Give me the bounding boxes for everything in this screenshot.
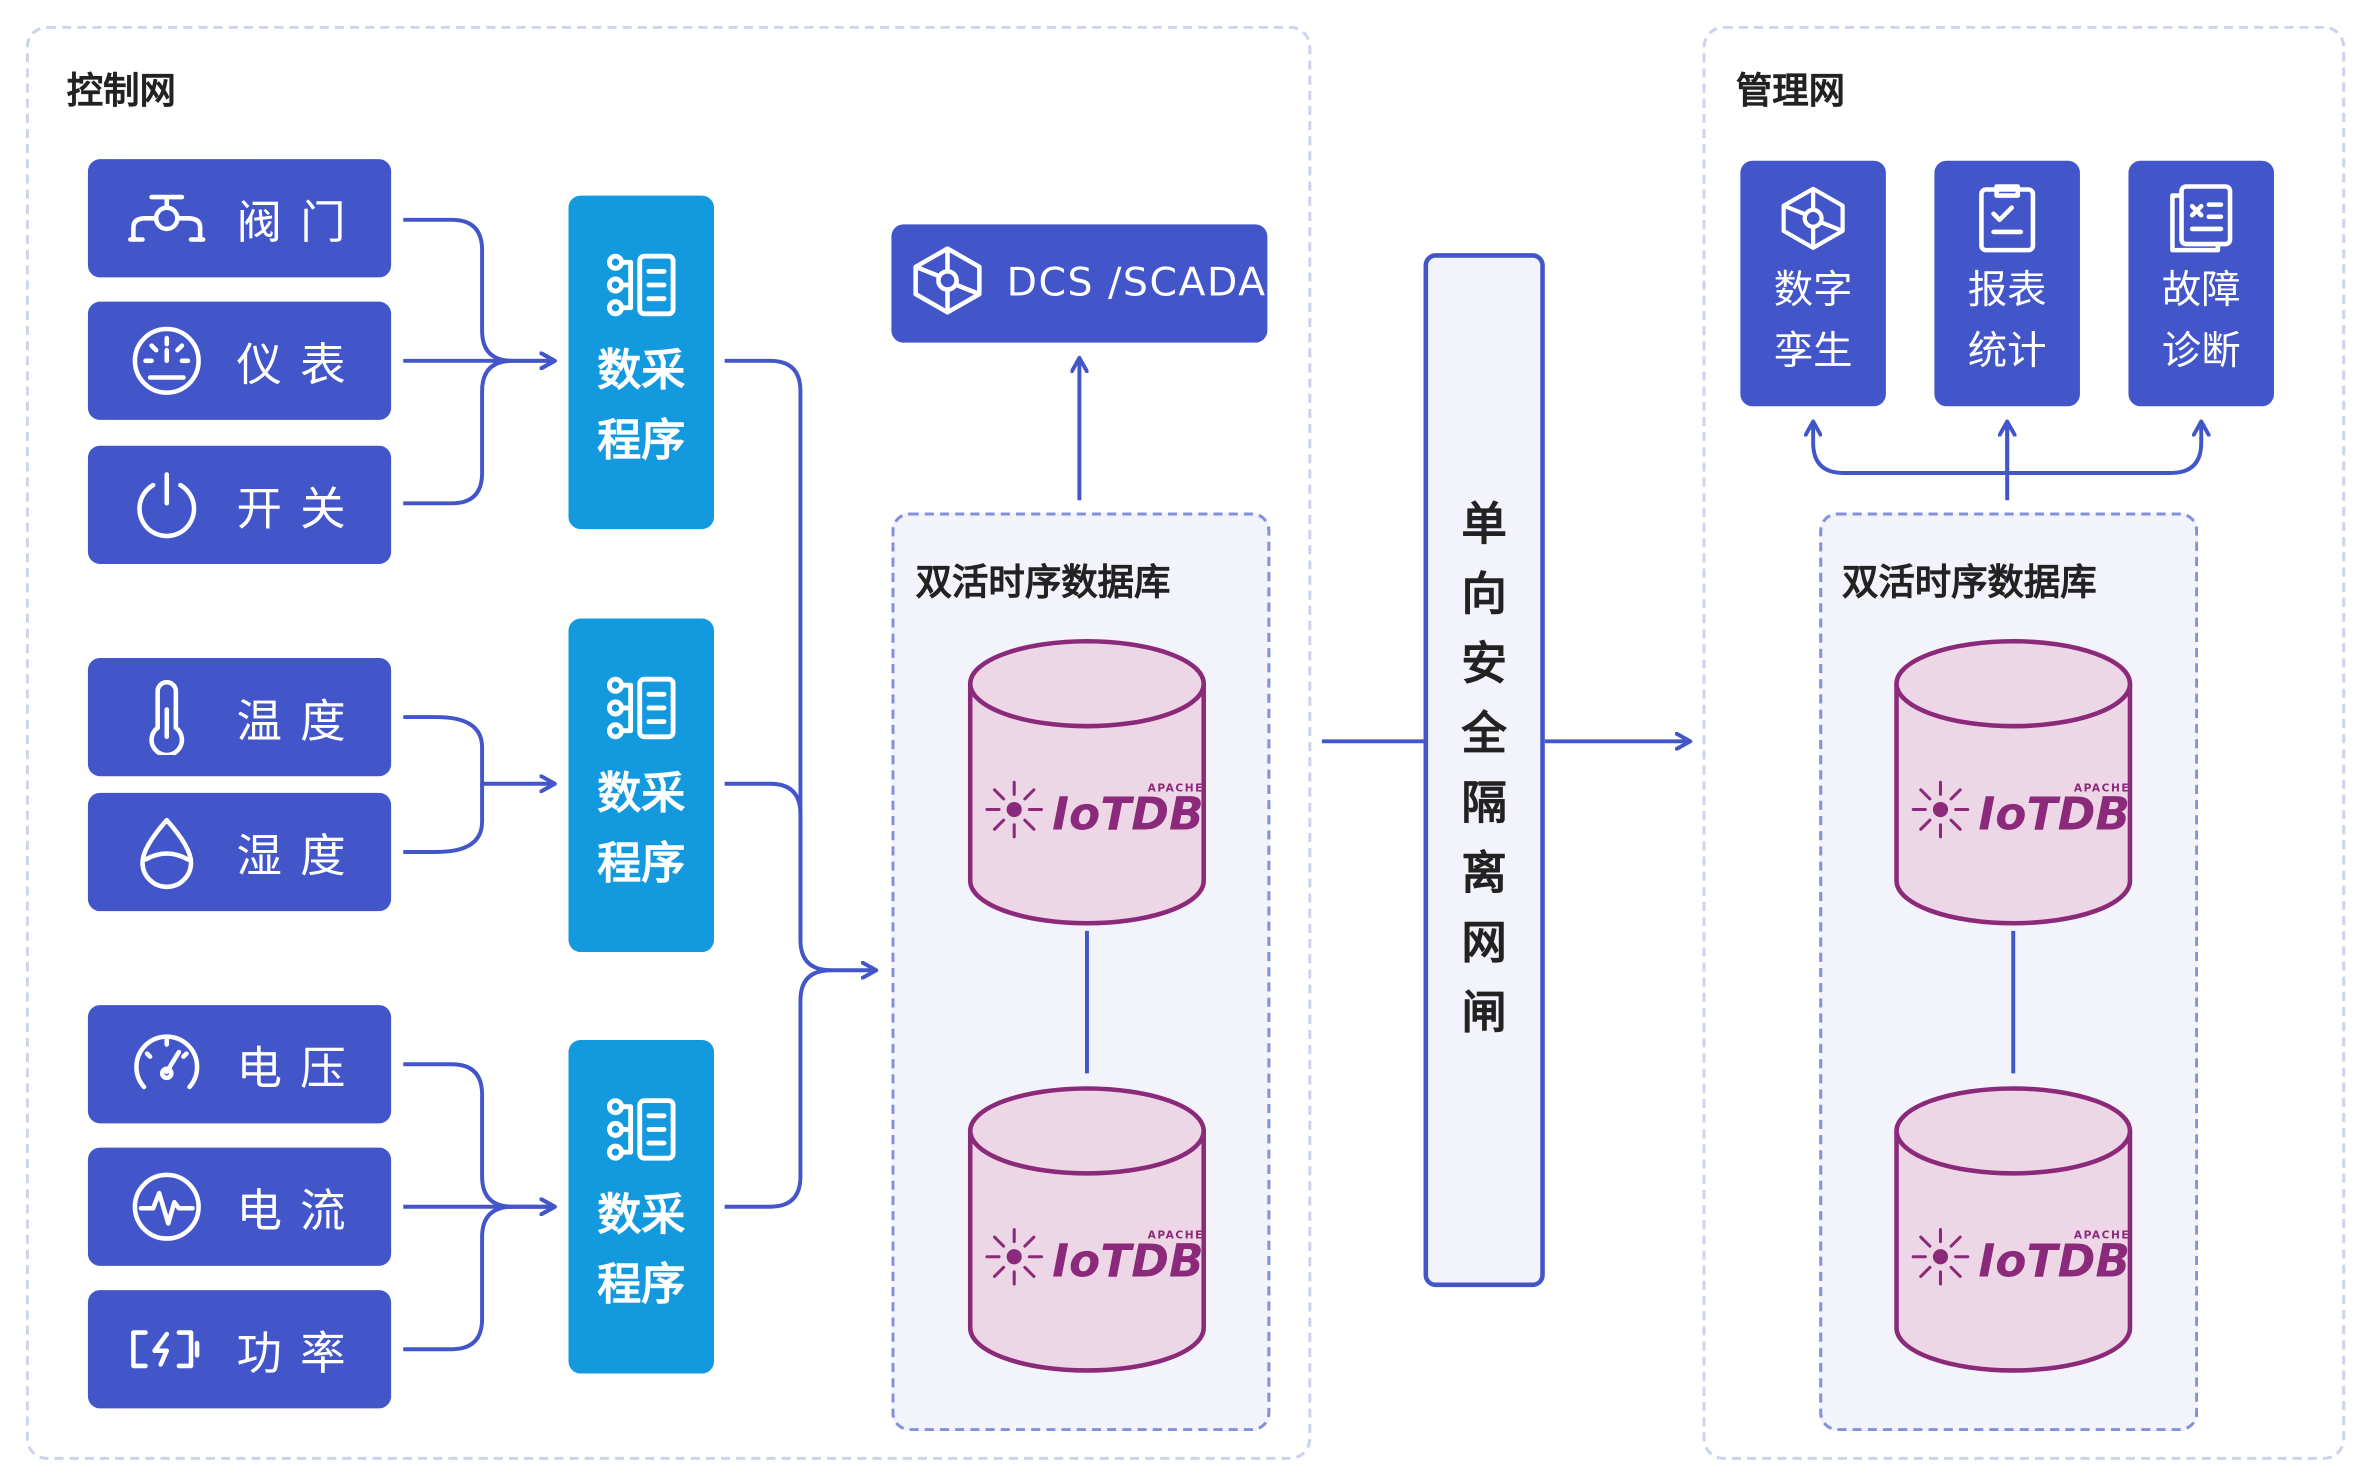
connector-valve [403,217,555,361]
connector-temperature [403,715,555,784]
dcs-scada-node: DCS /SCADA [891,224,1268,343]
iotdb-logo-text: IoTDB [1052,788,1204,842]
network-node-icon [907,243,989,325]
device-current: 电流 [87,1147,392,1266]
database-icon [967,1086,1206,1373]
device-label: 开关 [236,483,364,537]
data-collector-icon [603,250,679,326]
device-label: 仪表 [236,339,364,393]
device-label: 电压 [236,1043,364,1097]
report-icon [1968,179,2047,258]
iotdb-cylinder-primary [1892,638,2135,926]
iotdb-cylinder-replica [966,1085,1209,1373]
data-collector-label: 数采程序 [597,344,686,466]
connector-app-digital-twin [1813,421,2008,475]
device-label: 湿度 [236,830,364,884]
device-gauge: 仪表 [87,301,392,420]
iotdb-logo-subtext: APACHE [1147,782,1204,795]
data-collector-3: 数采程序 [568,1039,715,1374]
iotdb-cylinder-replica [1892,1085,2135,1373]
gauge-icon [127,321,206,400]
connector-switch [403,358,513,506]
data-collector-label: 数采程序 [597,767,686,889]
device-temperature: 温度 [87,657,392,777]
device-label: 电流 [236,1185,364,1239]
app-label: 报表统计 [1967,268,2047,375]
valve-icon [127,179,206,258]
connector-collector-3 [724,968,831,1209]
iotdb-logo-text: IoTDB [1978,788,2131,842]
control-database-title: 双活时序数据库 [915,560,1171,604]
device-humidity: 湿度 [87,792,392,912]
data-collector-1: 数采程序 [568,195,715,530]
device-label: 温度 [236,695,364,749]
iotdb-logo-text: IoTDB [1052,1235,1204,1289]
connector-collector-2 [724,781,803,940]
droplet-icon [127,813,206,892]
connector-voltage [403,1062,555,1207]
device-valve: 阀门 [87,159,392,278]
diagnosis-icon [2162,179,2241,258]
control-network-title: 控制网 [66,69,176,113]
app-report-statistics: 报表统计 [1934,160,2080,407]
data-collector-icon [603,1095,679,1171]
iotdb-cylinder-primary [966,638,1209,926]
connector-app-diagnosis [2007,421,2201,475]
app-digital-twin: 数字孪生 [1740,160,1886,407]
data-collector-2: 数采程序 [568,618,715,953]
database-icon [1894,638,2133,926]
device-label: 功率 [236,1328,364,1382]
network-node-icon [1774,179,1853,258]
app-fault-diagnosis: 故障诊断 [2128,160,2274,407]
data-collector-icon [603,673,679,749]
management-network-title: 管理网 [1735,69,1845,113]
device-voltage: 电压 [87,1005,392,1124]
app-label: 故障诊断 [2161,268,2241,375]
iotdb-logo-subtext: APACHE [2073,1229,2131,1242]
device-power: 功率 [87,1290,392,1409]
iotdb-logo-subtext: APACHE [2073,782,2131,795]
speedometer-icon [127,1025,206,1104]
database-icon [1894,1086,2133,1373]
gateway-label: 单向安全隔离网闸 [1461,498,1507,1040]
power-icon [127,465,206,544]
database-icon [967,638,1206,926]
iotdb-logo-subtext: APACHE [1147,1229,1204,1242]
thermometer-icon [127,678,206,757]
battery-charge-icon [127,1310,206,1389]
one-way-isolation-gateway: 单向安全隔离网闸 [1423,253,1545,1288]
device-label: 阀门 [236,197,364,251]
connector-humidity [403,783,485,854]
device-switch: 开关 [87,445,392,564]
connector-power [403,1204,513,1352]
data-collector-label: 数采程序 [597,1188,686,1310]
app-label: 数字孪生 [1773,268,1853,375]
connector-collector-1 [724,358,877,970]
iotdb-logo-text: IoTDB [1978,1235,2131,1289]
pulse-icon [127,1167,206,1246]
management-database-title: 双活时序数据库 [1841,560,2097,604]
dcs-scada-label: DCS /SCADA [1006,260,1267,307]
